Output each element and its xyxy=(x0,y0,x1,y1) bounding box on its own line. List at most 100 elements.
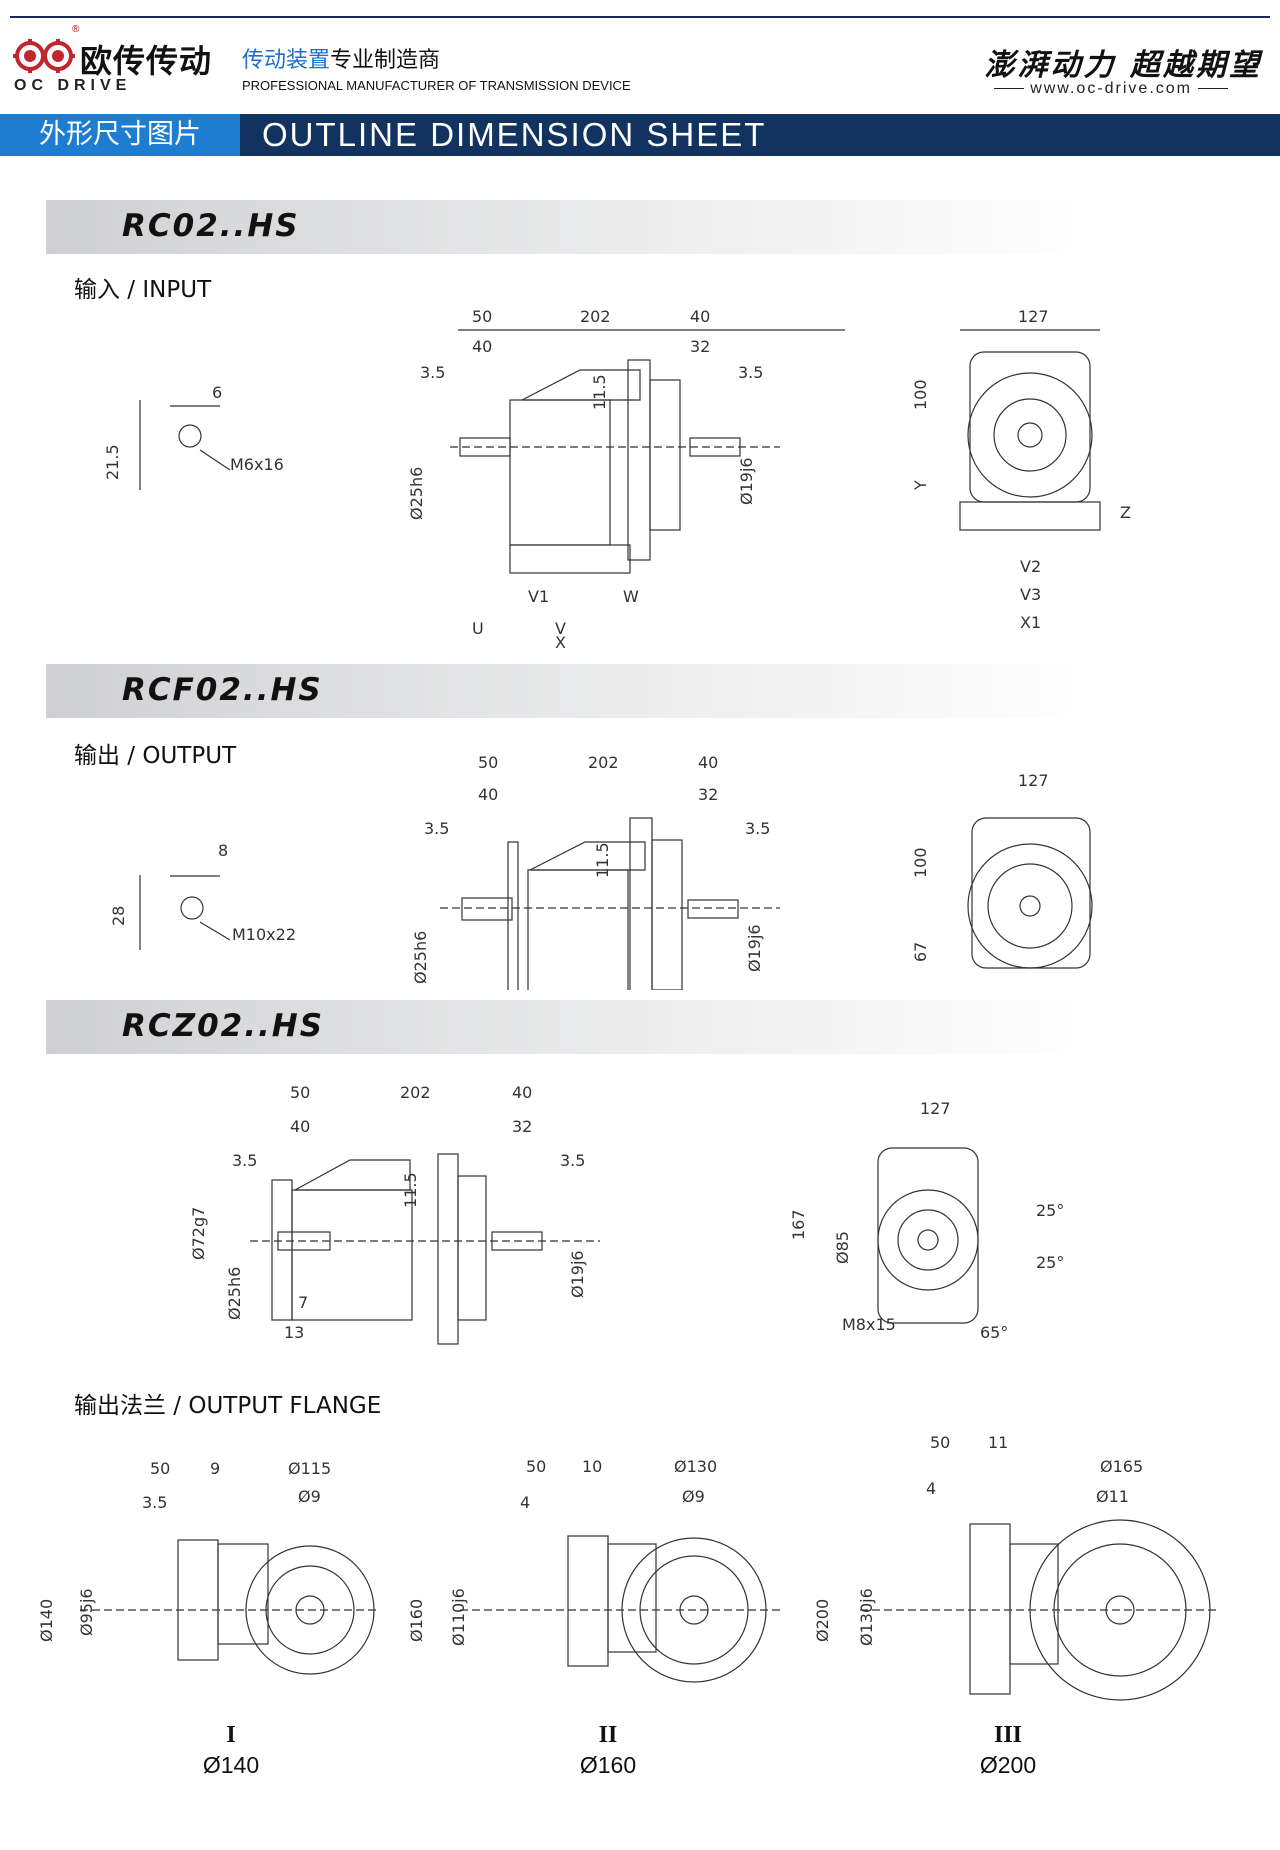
key-height-label: 21.5 xyxy=(103,444,122,480)
flange-caption-roman-3: III xyxy=(993,1722,1023,1748)
dim-label: 32 xyxy=(698,785,718,804)
dim-label: 40 xyxy=(472,337,492,356)
dim-label: Ø160 xyxy=(407,1599,426,1642)
website-url: www.oc-drive.com xyxy=(988,80,1234,98)
dim-label: Ø72g7 xyxy=(189,1207,208,1260)
dim-label: 50 xyxy=(472,307,492,326)
dim-label: 3.5 xyxy=(745,819,770,838)
dim-label: 3.5 xyxy=(142,1493,167,1512)
dim-label: Ø19j6 xyxy=(568,1250,587,1298)
key-height-label: 28 xyxy=(109,906,128,926)
dim-label: 7 xyxy=(298,1293,308,1312)
dim-label: 9 xyxy=(210,1459,220,1478)
dim-label: M8x15 xyxy=(842,1315,896,1334)
flange-caption-roman-2: II xyxy=(598,1722,618,1748)
dim-label: Ø130 xyxy=(674,1457,717,1476)
tagline-en: PROFESSIONAL MANUFACTURER OF TRANSMISSIO… xyxy=(242,78,631,93)
dim-label: 3.5 xyxy=(424,819,449,838)
flange-caption-diameter-3: Ø200 xyxy=(979,1752,1037,1778)
dim-label: 3.5 xyxy=(560,1151,585,1170)
top-rule xyxy=(10,16,1270,18)
tagline-cn-highlight: 传动装置 xyxy=(242,48,331,73)
dim-label: 67 xyxy=(911,942,930,962)
dim-label: 11.5 xyxy=(401,1172,420,1208)
dim-label: Ø85 xyxy=(833,1231,852,1264)
dim-label: Ø25h6 xyxy=(411,931,430,984)
dim-label: V2 xyxy=(1020,557,1041,576)
tagline-cn-rest: 专业制造商 xyxy=(330,48,441,73)
section-bar-rc02 xyxy=(46,200,1106,254)
dim-label: Ø165 xyxy=(1100,1457,1143,1476)
dim-label: 202 xyxy=(588,753,619,772)
dim-label: 127 xyxy=(1018,771,1049,790)
dim-label: 202 xyxy=(580,307,611,326)
output-flange-drawings: 50 9 3.5 Ø140 Ø95j6 Ø115 Ø9 50 10 4 Ø160… xyxy=(40,1433,1220,1701)
dim-label: 167 xyxy=(789,1209,808,1240)
dim-label: 11.5 xyxy=(593,842,612,878)
dim-label: Ø11 xyxy=(1096,1487,1129,1506)
dim-label: 50 xyxy=(150,1459,170,1478)
section-bar-rcf02 xyxy=(46,664,1106,718)
dim-label: 100 xyxy=(911,379,930,410)
dim-label: V xyxy=(555,619,566,638)
dim-label: 50 xyxy=(526,1457,546,1476)
dim-label: 50 xyxy=(930,1433,950,1452)
brand-name-en: OC DRIVE xyxy=(14,77,132,94)
dim-label: Ø130j6 xyxy=(857,1588,876,1646)
dim-label: 25° xyxy=(1036,1201,1064,1220)
dim-label: 40 xyxy=(698,753,718,772)
dim-label: 32 xyxy=(512,1117,532,1136)
rcf02-dimension-drawing: 8 28 M10x22 50 40 202 40 32 3.5 3.5 11.5… xyxy=(109,753,1093,990)
dim-label: 50 xyxy=(290,1083,310,1102)
section-title-rc02: RC02..HS xyxy=(122,208,300,244)
key-thread-label: M6x16 xyxy=(230,455,284,474)
key-width-label: 6 xyxy=(212,383,222,402)
dim-label: 50 xyxy=(478,753,498,772)
banner-title-cn: 外形尺寸图片 xyxy=(0,114,240,156)
flange-caption-diameter-1: Ø140 xyxy=(202,1752,260,1778)
dim-label: Ø19j6 xyxy=(737,457,756,505)
dim-label: Ø140 xyxy=(40,1599,56,1642)
dim-label: 127 xyxy=(920,1099,951,1118)
dim-label: Ø115 xyxy=(288,1459,331,1478)
section-label-input: 输入 / INPUT xyxy=(74,277,212,303)
dim-label: 10 xyxy=(582,1457,602,1476)
key-width-label: 8 xyxy=(218,841,228,860)
dim-label: V3 xyxy=(1020,585,1041,604)
dim-label: V1 xyxy=(528,587,549,606)
banner-title-en: OUTLINE DIMENSION SHEET xyxy=(262,116,767,153)
dim-label: 32 xyxy=(690,337,710,356)
registered-mark: ® xyxy=(72,24,80,35)
brand-name-cn: 欧传传动 xyxy=(80,42,213,80)
rcz02-dimension-drawing: 50 40 202 40 32 3.5 3.5 11.5 Ø72g7 Ø25h6… xyxy=(189,1083,1064,1345)
section-label-output: 输出 / OUTPUT xyxy=(74,743,237,769)
dim-label: 127 xyxy=(1018,307,1049,326)
dim-label: Y xyxy=(911,480,930,491)
section-bar-rcz02 xyxy=(46,1000,1106,1054)
tagline-cn: 传动装置专业制造商 xyxy=(242,42,440,74)
dim-label: Ø9 xyxy=(298,1487,321,1506)
dim-label: Ø200 xyxy=(813,1599,832,1642)
dim-label: Ø9 xyxy=(682,1487,705,1506)
dim-label: Ø110j6 xyxy=(449,1588,468,1646)
dim-label: X1 xyxy=(1020,613,1041,632)
dim-label: 40 xyxy=(690,307,710,326)
dim-label: 100 xyxy=(911,847,930,878)
section-title-rcz02: RCZ02..HS xyxy=(122,1008,325,1044)
oc-gear-logo-icon xyxy=(13,39,75,73)
dim-label: 202 xyxy=(400,1083,431,1102)
flange-caption-roman-1: I xyxy=(226,1722,236,1748)
dim-label: Ø25h6 xyxy=(407,467,426,520)
dim-label: 4 xyxy=(926,1479,936,1498)
dim-label: 11 xyxy=(988,1433,1008,1452)
slogan: 澎湃动力 超越期望 xyxy=(984,48,1262,83)
section-title-rcf02: RCF02..HS xyxy=(122,672,323,708)
dim-label: 65° xyxy=(980,1323,1008,1342)
dim-label: Z xyxy=(1120,503,1131,522)
dim-label: X xyxy=(555,633,566,650)
section-label-output-flange: 输出法兰 / OUTPUT FLANGE xyxy=(74,1393,382,1419)
dim-label: 3.5 xyxy=(232,1151,257,1170)
dim-label: Ø95j6 xyxy=(77,1588,96,1636)
dim-label: 3.5 xyxy=(420,363,445,382)
dim-label: 40 xyxy=(512,1083,532,1102)
